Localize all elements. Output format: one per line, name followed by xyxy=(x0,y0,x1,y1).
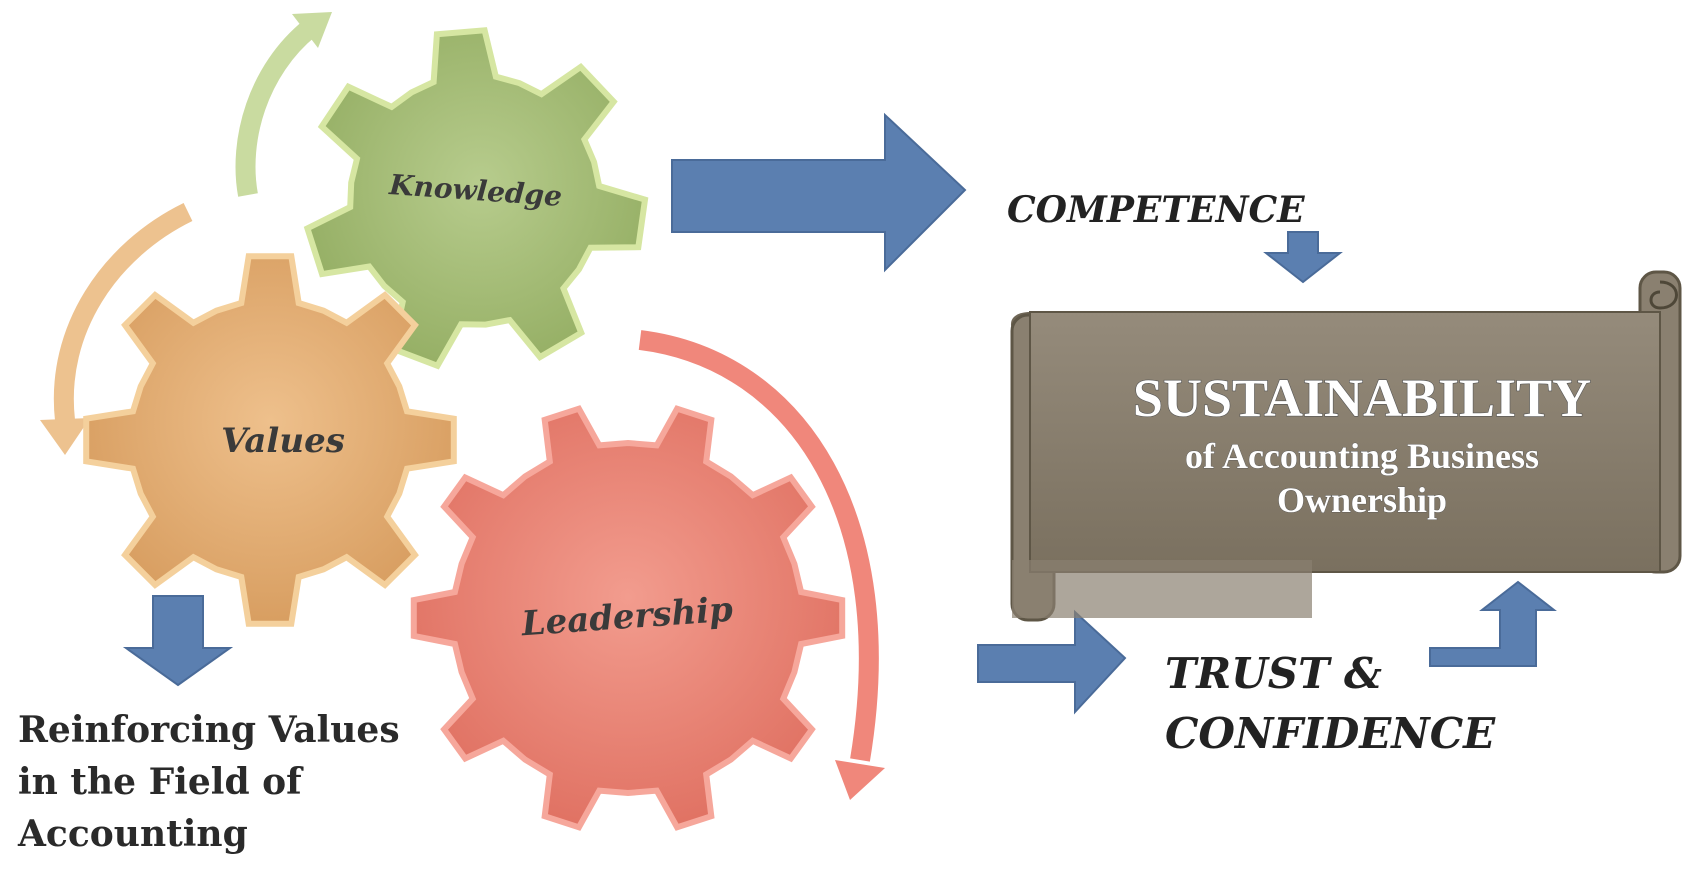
arrow-trust-up xyxy=(1429,580,1557,667)
reinforcing-line2: in the Field of xyxy=(18,761,304,803)
orange-curved-arrow xyxy=(40,203,193,455)
values-label: Values xyxy=(221,421,345,461)
leadership-gear: Leadership xyxy=(410,405,846,831)
arrow-to-trust xyxy=(977,609,1127,715)
values-gear: Values xyxy=(83,253,457,627)
red-curved-arrow xyxy=(638,330,885,800)
trust-label-line1: TRUST & xyxy=(1165,649,1382,698)
scroll-title: SUSTAINABILITY xyxy=(1133,368,1591,428)
arrow-values-down xyxy=(122,595,234,687)
competence-label: COMPETENCE xyxy=(1007,189,1305,231)
sustainability-scroll: SUSTAINABILITY of Accounting Business Ow… xyxy=(1010,270,1682,622)
arrow-to-competence xyxy=(671,112,967,273)
trust-label-line2: CONFIDENCE xyxy=(1165,709,1496,758)
reinforcing-line3: Accounting xyxy=(17,813,248,855)
arrow-competence-down xyxy=(1263,231,1343,284)
reinforcing-line1: Reinforcing Values xyxy=(18,709,400,751)
scroll-subtitle-line1: of Accounting Business xyxy=(1185,436,1539,476)
scroll-subtitle-line2: Ownership xyxy=(1277,480,1447,520)
knowledge-gear: Knowledge xyxy=(303,27,649,370)
green-curved-arrow xyxy=(235,12,332,197)
